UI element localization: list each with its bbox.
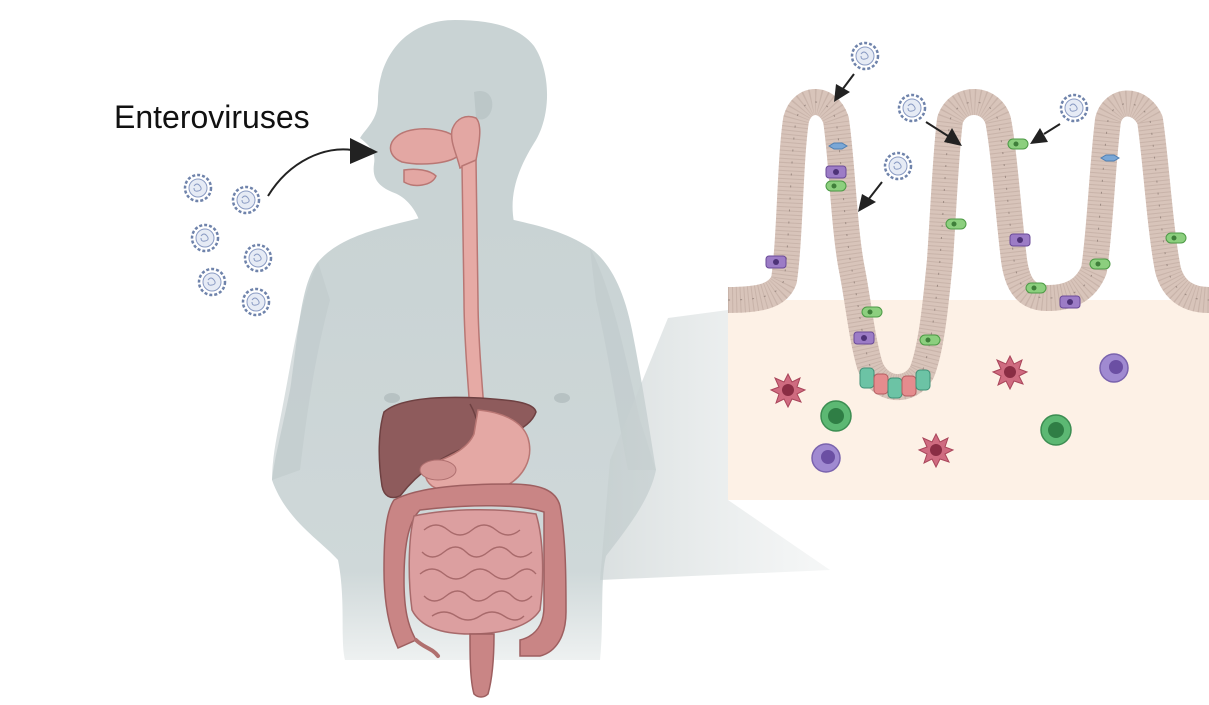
villus-virus-attack	[834, 41, 1089, 212]
virus-particle-icon	[1059, 93, 1089, 123]
goblet-cell-icon	[1165, 232, 1187, 244]
tuft-cell-icon	[828, 142, 848, 150]
goblet-cell-icon	[825, 180, 847, 192]
enteroendocrine-cell-icon	[853, 331, 875, 345]
macrophage-icon	[918, 433, 954, 468]
enteroendocrine-cell-icon	[1059, 295, 1081, 309]
tuft-cell-icon	[1100, 154, 1120, 162]
enteroendocrine-cell-icon	[765, 255, 787, 269]
immune-cell-icon	[820, 400, 852, 432]
macrophage-icon	[992, 355, 1028, 390]
virus-particle-icon	[190, 223, 220, 253]
immune-cell-icon	[1040, 414, 1072, 446]
enteroendocrine-cell-icon	[825, 165, 847, 179]
virus-particle-icon	[183, 173, 213, 203]
arrow-icon	[834, 73, 1061, 212]
digestive-tract	[378, 115, 567, 698]
magnification-cone	[600, 310, 830, 580]
virus-particle-icon	[197, 267, 227, 297]
virus-particle-icon	[231, 185, 261, 215]
crypt-base-cells	[859, 367, 931, 399]
arrow-icon	[267, 138, 378, 197]
virus-particle-icon	[897, 93, 927, 123]
immune-cell-icon	[1099, 353, 1129, 383]
virus-particle-icon	[883, 151, 913, 181]
goblet-cell-icon	[1007, 138, 1029, 150]
enteroviruses-label: Enteroviruses	[114, 99, 310, 135]
enteroendocrine-cell-icon	[1009, 233, 1031, 247]
goblet-cell-icon	[1089, 258, 1111, 270]
virus-cluster	[183, 173, 273, 317]
immune-cell-icon	[811, 443, 841, 473]
virus-particle-icon	[241, 287, 271, 317]
virus-particle-icon	[850, 41, 880, 71]
macrophage-icon	[770, 373, 806, 408]
goblet-cell-icon	[945, 218, 967, 230]
goblet-cell-icon	[861, 306, 883, 318]
virus-particle-icon	[243, 243, 273, 273]
intestinal-villi-panel	[727, 89, 1209, 500]
goblet-cell-icon	[1025, 282, 1047, 294]
goblet-cell-icon	[919, 334, 941, 346]
